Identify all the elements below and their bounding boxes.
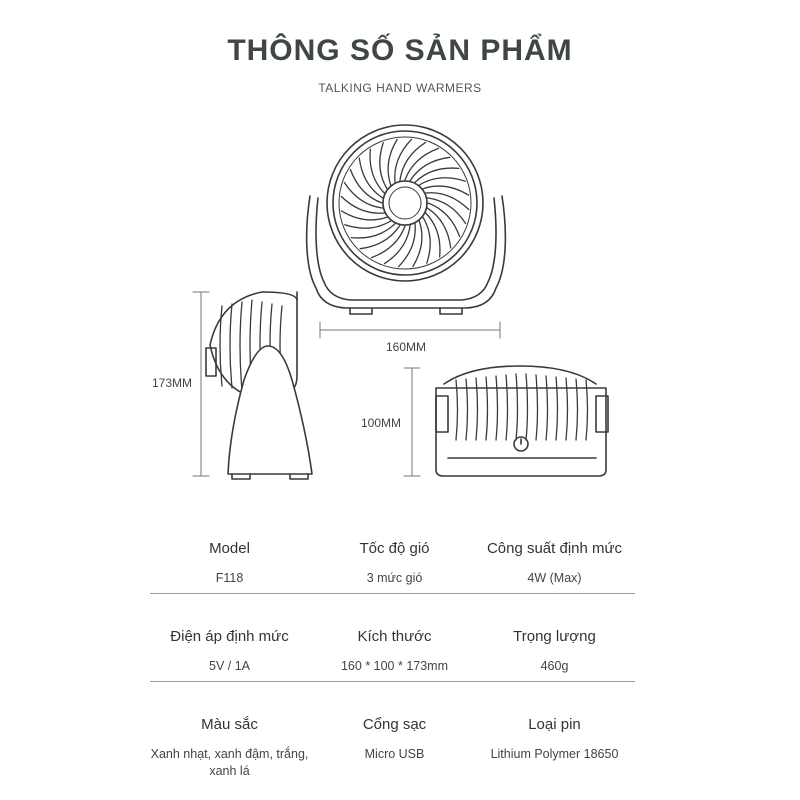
drawing-stroke: [383, 224, 411, 265]
spec-cell-model: Model F118: [142, 532, 317, 587]
spec-label: Model: [209, 540, 250, 557]
fan-front-view: [305, 124, 507, 315]
fan-top-view: [435, 365, 609, 477]
fan-side-view: [205, 291, 313, 480]
drawing-stroke: [427, 202, 461, 238]
drawing-stroke: [349, 168, 383, 204]
spec-value: 5V / 1A: [209, 659, 250, 673]
spec-label: Công suất định mức: [486, 540, 623, 557]
spec-label: Kích thước: [357, 628, 432, 645]
drawing-stroke: [340, 210, 388, 221]
drawing-stroke: [344, 220, 392, 229]
drawing-stroke: [422, 216, 431, 264]
drawing-stroke: [394, 138, 413, 183]
spec-cell-weight: Trọng lượng 460g: [467, 620, 642, 675]
spec-label: Cổng sạc: [362, 716, 427, 733]
drawing-stroke: [426, 207, 452, 249]
spec-value: 4W (Max): [527, 571, 582, 585]
spec-cell-power: Công suất định mức 4W (Max): [467, 532, 642, 587]
spec-cell-voltage: Điện áp định mức 5V / 1A: [142, 620, 317, 675]
drawing-stroke: [387, 138, 398, 186]
drawing-stroke: [239, 301, 243, 391]
spec-cell-size: Kích thước 160 * 100 * 173mm: [307, 620, 482, 675]
drawing-stroke: [350, 223, 396, 239]
spec-cell-charging-port: Cổng sạc Micro USB: [307, 708, 482, 763]
drawing-stroke: [409, 156, 451, 182]
drawing-stroke: [404, 147, 440, 181]
drawing-stroke: [399, 141, 427, 182]
spec-value: 3 mức gió: [366, 571, 423, 585]
drawing-stroke: [425, 212, 441, 258]
drawing-stroke: [414, 167, 460, 183]
page-subtitle: TALKING HAND WARMERS: [318, 81, 482, 95]
drawing-stroke: [340, 195, 385, 214]
drawing-stroke: [475, 377, 479, 441]
spec-value: Xanh nhạt, xanh đậm, trắng, xanh lá: [150, 747, 309, 778]
drawing-stroke: [525, 373, 529, 441]
drawing-stroke: [465, 378, 469, 441]
spec-cell-battery: Loại pin Lithium Polymer 18650: [467, 708, 642, 763]
depth-dimension-label: 100MM: [361, 416, 402, 430]
spec-value: 160 * 100 * 173mm: [340, 659, 448, 673]
spec-value: F118: [215, 571, 244, 585]
drawing-stroke: [495, 375, 499, 441]
spec-label: Trọng lượng: [513, 628, 596, 645]
spec-cell-color: Màu sắc Xanh nhạt, xanh đậm, trắng, xanh…: [142, 708, 317, 780]
width-dimension-label: 160MM: [386, 340, 427, 354]
drawing-stroke: [515, 373, 519, 441]
drawing-stroke: [545, 375, 549, 441]
drawing-stroke: [422, 185, 470, 196]
drawing-stroke: [418, 177, 466, 186]
height-dimension-label: 173MM: [152, 376, 193, 390]
drawing-stroke: [455, 379, 459, 441]
drawing-stroke: [425, 192, 470, 211]
drawing-stroke: [412, 220, 423, 268]
page-title: THÔNG SỐ SẢN PHẨM: [227, 34, 573, 67]
drawing-stroke: [585, 379, 589, 441]
spec-value: 460g: [540, 659, 569, 673]
drawing-stroke: [575, 378, 579, 441]
spec-row: Model F118 Tốc độ gió 3 mức gió Công suấ…: [150, 532, 635, 620]
drawing-stroke: [219, 305, 223, 387]
drawing-stroke: [370, 225, 406, 259]
spec-row: Màu sắc Xanh nhạt, xanh đậm, trắng, xanh…: [150, 708, 635, 796]
drawing-stroke: [535, 374, 539, 441]
drawing-stroke: [555, 376, 559, 441]
spec-row: Điện áp định mức 5V / 1A Kích thước 160 …: [150, 620, 635, 708]
spec-value: Lithium Polymer 18650: [490, 747, 619, 761]
drawing-stroke: [358, 157, 384, 199]
drawing-stroke: [343, 181, 384, 209]
drawing-stroke: [379, 142, 388, 190]
drawing-stroke: [359, 224, 401, 250]
spec-label: Màu sắc: [201, 716, 258, 733]
spec-label: Tốc độ gió: [359, 540, 430, 557]
drawing-stroke: [485, 376, 489, 441]
drawing-stroke: [505, 374, 509, 441]
drawing-stroke: [397, 223, 416, 268]
fan-technical-drawing: [192, 124, 609, 480]
spec-label: Điện áp định mức: [170, 628, 289, 645]
drawing-stroke: [369, 148, 385, 194]
drawing-stroke: [229, 303, 233, 389]
spec-cell-wind-speed: Tốc độ gió 3 mức gió: [307, 532, 482, 587]
spec-value: Micro USB: [364, 747, 425, 761]
spec-table: Model F118 Tốc độ gió 3 mức gió Công suấ…: [150, 532, 635, 796]
spec-label: Loại pin: [528, 716, 581, 733]
drawing-stroke: [426, 197, 467, 225]
drawing-stroke: [565, 377, 569, 441]
